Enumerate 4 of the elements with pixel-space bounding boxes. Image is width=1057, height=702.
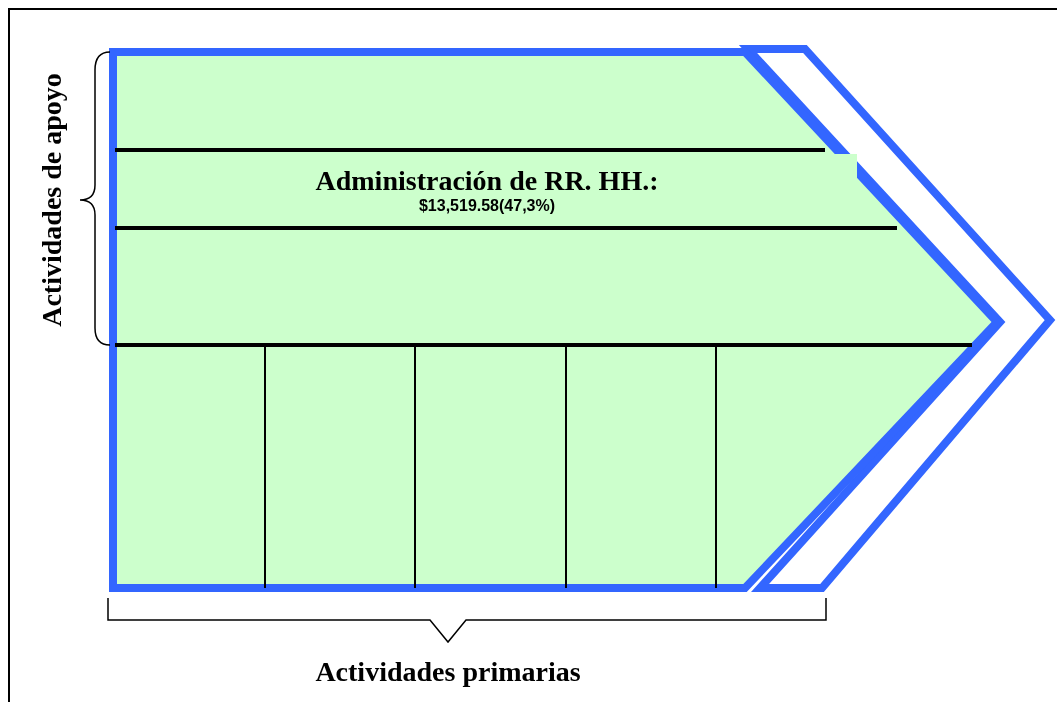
axis-label: Actividades primarias — [315, 656, 581, 688]
axis-label: Actividades de apoyo — [36, 73, 68, 327]
row-value: $13,519.58(47,3%) — [418, 197, 556, 215]
row-title: Administración de RR. HH.: — [315, 165, 659, 197]
